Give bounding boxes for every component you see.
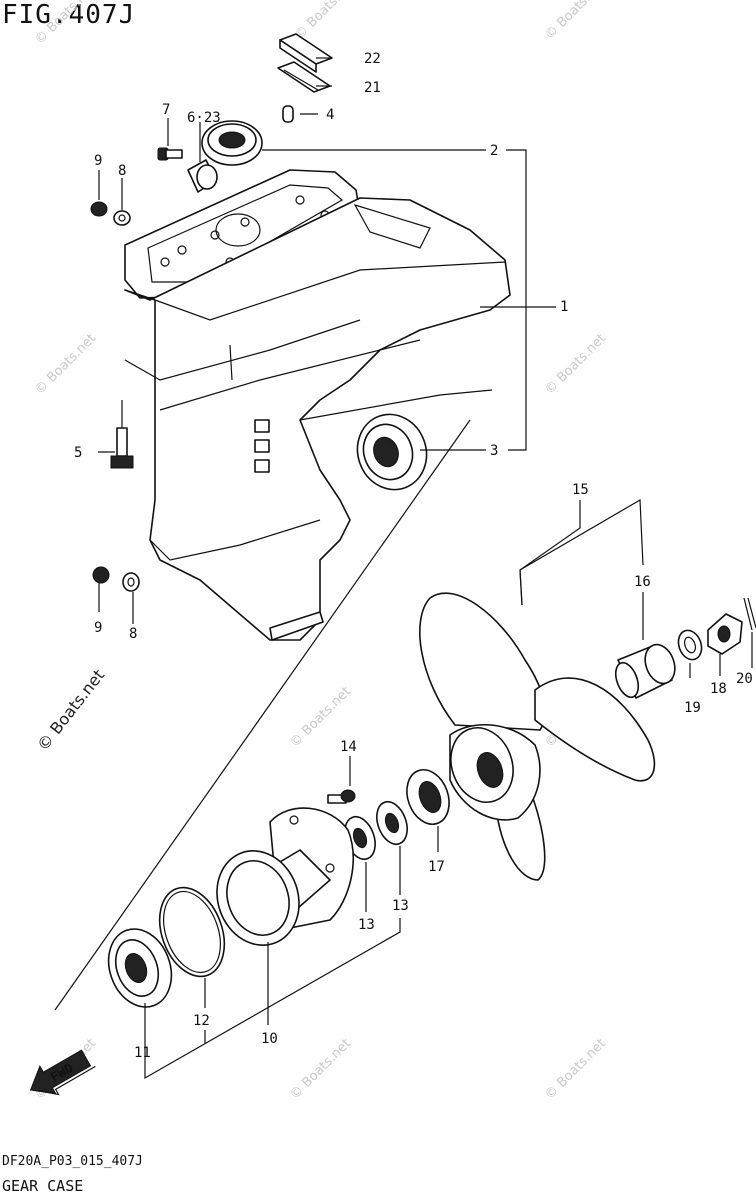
callout-19: 19 <box>684 700 701 716</box>
watermark: © Boats.net <box>542 0 609 43</box>
drawing-code: DF20A_P03_015_407J <box>2 1154 143 1169</box>
part-13-oil-seal-a <box>376 800 408 846</box>
callout-3: 3 <box>490 443 498 459</box>
part-8-washer-upper <box>113 210 131 226</box>
callout-6-23: 6·23 <box>187 110 221 126</box>
callout-10: 10 <box>261 1031 278 1047</box>
callout-9-upper: 9 <box>94 153 102 169</box>
part-4-pin <box>282 105 294 123</box>
callout-20: 20 <box>736 671 753 687</box>
assembly-line <box>54 419 471 1011</box>
figure-title: FIG.407J <box>2 0 136 30</box>
part-3-bearing <box>356 413 428 491</box>
part-20-cotter-pin <box>743 597 756 631</box>
callout-17: 17 <box>428 859 445 875</box>
gear-case-housing <box>124 169 511 641</box>
callout-8-upper: 8 <box>118 163 126 179</box>
callout-2: 2 <box>490 143 498 159</box>
watermark-dark: © Boats.net <box>33 666 108 755</box>
part-10-shaft-housing <box>216 807 354 946</box>
callout-4: 4 <box>326 107 334 123</box>
watermark: © Boats.net <box>32 0 99 48</box>
callout-12: 12 <box>193 1013 210 1029</box>
fwd-arrow: FWD <box>29 1049 96 1096</box>
callout-15: 15 <box>572 482 589 498</box>
watermark: © Boats.net <box>292 0 359 43</box>
part-6-23-bearing <box>201 120 263 166</box>
part-15-propeller <box>419 592 656 881</box>
callout-9-lower: 9 <box>94 620 102 636</box>
watermark: © Boats.net <box>32 331 99 398</box>
callout-11: 11 <box>134 1045 151 1061</box>
part-14-bolt <box>327 789 356 804</box>
part-18-nut <box>707 613 743 655</box>
part-17-thrust-bushing <box>406 769 450 825</box>
part-9-nut-lower <box>92 566 110 584</box>
part-11-bearing <box>107 928 173 1008</box>
watermark: © Boats.net <box>542 331 609 398</box>
leader-lines <box>98 57 753 1080</box>
watermark: © Boats.net <box>287 1036 354 1103</box>
part-21-strip <box>277 61 331 93</box>
part-22-strip <box>279 33 333 73</box>
part-16-spacer <box>614 643 676 699</box>
callout-8-lower: 8 <box>129 626 137 642</box>
part-8-washer-lower <box>122 572 140 592</box>
callout-16: 16 <box>634 574 651 590</box>
callout-labels: 22 21 4 7 6·23 2 9 8 1 5 3 15 16 9 8 20 … <box>74 51 753 1061</box>
callout-13-upper: 13 <box>392 898 409 914</box>
callout-7: 7 <box>162 102 170 118</box>
callout-5: 5 <box>74 445 82 461</box>
part-19-washer <box>677 629 703 661</box>
drawing-name: GEAR CASE <box>2 1177 84 1195</box>
part-9-nut-upper <box>90 201 108 217</box>
callout-14: 14 <box>340 739 357 755</box>
part-12-o-ring <box>158 886 226 978</box>
callout-1: 1 <box>560 299 568 315</box>
part-7-bolt <box>157 147 183 161</box>
watermark: © Boats.net <box>542 1036 609 1103</box>
callout-22: 22 <box>364 51 381 67</box>
callout-21: 21 <box>364 80 381 96</box>
part-5-bolt <box>110 427 134 469</box>
callout-13-lower: 13 <box>358 917 375 933</box>
bushing <box>187 159 218 193</box>
callout-18: 18 <box>710 681 727 697</box>
